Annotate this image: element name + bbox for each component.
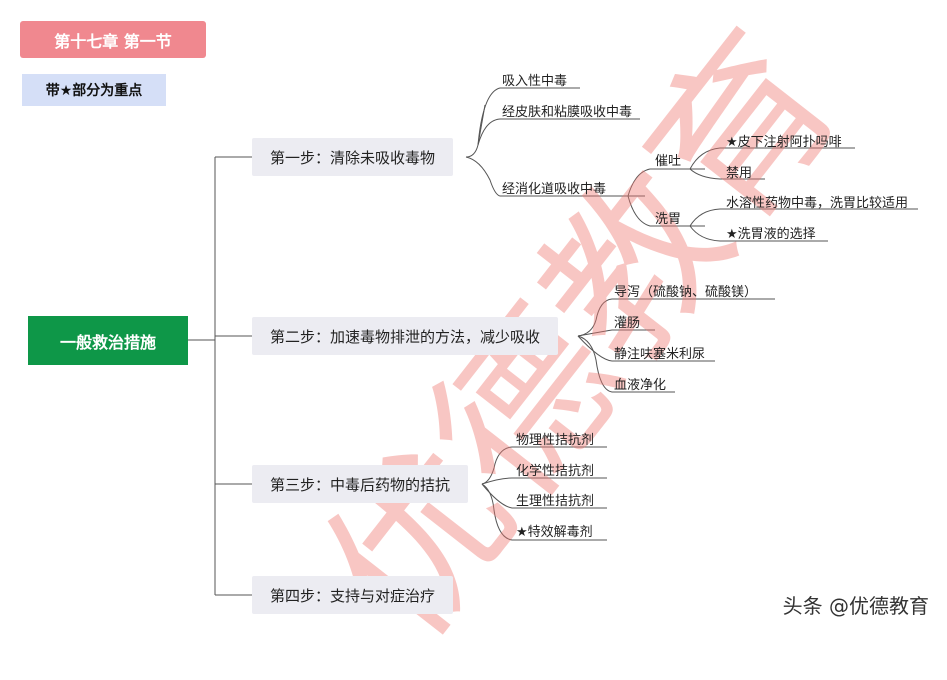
leaf-furosemide: 静注呋塞米利尿 [614,347,706,362]
root-node: 一般救治措施 [28,316,188,365]
step-1-node: 第一步：清除未吸收毒物 [252,138,454,176]
leaf-blood-purification: 血液净化 [614,378,667,393]
leaf-lavage-fluid: ★洗胃液的选择 [726,227,816,242]
leaf-digestive: 经消化道吸收中毒 [502,182,607,197]
leaf-enema: 灌肠 [614,316,641,331]
leaf-contraindicated: 禁用 [726,166,753,181]
footer-credit: 头条 @优德教育 [782,594,929,618]
leaf-chemical-antagonist: 化学性拮抗剂 [516,464,595,479]
leaf-catharsis: 导泻（硫酸钠、硫酸镁） [614,285,758,300]
step-3-node: 第三步：中毒后药物的拮抗 [252,465,469,503]
leaf-skin-mucosa: 经皮肤和粘膜吸收中毒 [502,105,633,120]
chapter-tag: 第十七章 第一节 [20,21,206,58]
focus-note: 带★部分为重点 [22,74,166,106]
leaf-water-soluble: 水溶性药物中毒，洗胃比较适用 [726,196,909,211]
connector-lines [188,87,918,596]
leaf-inhalation: 吸入性中毒 [502,74,568,89]
leaf-physiological-antagonist: 生理性拮抗剂 [516,494,595,509]
leaf-emesis: 催吐 [655,154,682,169]
step-4-node: 第四步：支持与对症治疗 [252,576,454,614]
leaf-gastric-lavage: 洗胃 [655,212,682,227]
step-2-node: 第二步：加速毒物排泄的方法，减少吸收 [252,317,559,355]
leaf-physical-antagonist: 物理性拮抗剂 [516,433,595,448]
leaf-specific-antidote: ★特效解毒剂 [516,525,593,540]
leaf-apomorphine: ★皮下注射阿扑吗啡 [726,135,842,150]
